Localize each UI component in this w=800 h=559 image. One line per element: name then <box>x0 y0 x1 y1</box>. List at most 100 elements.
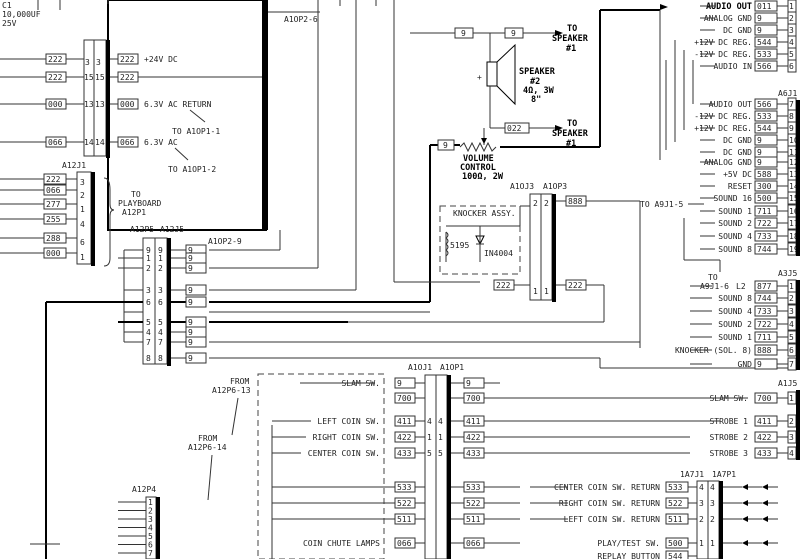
knock-pin-bot-l: 1 <box>533 287 538 296</box>
a7j1-title: 1A7J1 <box>680 470 704 479</box>
a3j5-label-2: SOUND 4 <box>718 307 752 316</box>
c1-label: C1 <box>2 1 12 10</box>
a12p4-pin-5: 6 <box>148 541 153 550</box>
speaker-2-num: #2 <box>530 77 540 87</box>
from-a12p6-14-a: FROM <box>198 434 217 443</box>
knock-wire-bot-l: 222 <box>496 281 511 290</box>
a12j5-pin-1: 1 <box>158 254 163 263</box>
connector-a12j1: A12J1 222 3 066 2 277 1 255 4 288 6 000 … <box>0 161 162 267</box>
knock-wire-top: 888 <box>568 197 583 206</box>
a10p1-pin-r-4: 5 <box>438 449 443 458</box>
pwr-pin-l-1: 15 <box>84 73 94 82</box>
spk-wire-b: 9 <box>511 29 516 38</box>
a6j1-mid-label-11: SOUND 4 <box>718 232 752 241</box>
knock-wire-bot-r: 222 <box>568 281 583 290</box>
connector-a6j1: A6J1 <box>659 10 797 160</box>
a6j1-mid-label-1: -12V DC REG. <box>694 112 752 121</box>
l2-label: L2 <box>736 282 746 291</box>
to-speaker-2-c: #1 <box>566 139 576 149</box>
a6j1-top-label-1: ANALOG GND <box>704 14 752 23</box>
a6j1-top-label-5: AUDIO IN <box>713 62 752 71</box>
a10p1-pin-r-2: 4 <box>438 417 443 426</box>
a3j5-pin-1: 2 <box>789 294 794 303</box>
speaker-2-size: 8" <box>531 95 541 105</box>
vol-wire: 9 <box>443 141 448 150</box>
pwr-pin-l-2: 13 <box>84 100 94 109</box>
a6j1-mid-label-12: SOUND 8 <box>718 245 752 254</box>
knock-pin-bot-r: 1 <box>544 287 549 296</box>
a6j1-mid-wire-5: 9 <box>757 158 762 167</box>
a6j1-mid-pin-0: 7 <box>789 100 794 109</box>
pwr-pin-l-3: 14 <box>84 138 94 147</box>
a12j5-pin-6: 4 <box>158 328 163 337</box>
a10j3-title: A1OJ3 <box>510 182 534 191</box>
a10j1-left-wire-2: 411 <box>397 417 412 426</box>
a12j1-wire-0: 222 <box>46 175 61 184</box>
a12p5-pin-0: 9 <box>146 246 151 255</box>
a12j1-pin-5: 1 <box>80 253 85 262</box>
a12p5-pin-2: 2 <box>146 264 151 273</box>
a3j5-label-6: GND <box>738 360 753 369</box>
a12j1-pin-1: 2 <box>80 191 85 200</box>
to-a9j1-6-b: A9J1-6 <box>700 282 729 291</box>
connector-a12p4: A12P4 <box>132 485 160 559</box>
a1j5-label-2: STROBE 2 <box>709 433 748 442</box>
a10p1-right-wire-6: 522 <box>466 499 481 508</box>
a6j1-top-wire-3: 544 <box>757 38 772 47</box>
pwr-label-24v: +24V DC <box>144 55 178 64</box>
pwr-pin-r-3: 14 <box>95 138 105 147</box>
a7j1-pin-l-2: 2 <box>699 515 704 524</box>
a7j1-label-1: RIGHT COIN SW. RETURN <box>559 499 660 508</box>
a10p1-right-wire-3: 422 <box>466 433 481 442</box>
a1j5-wire-0: 700 <box>757 394 772 403</box>
a12j1-title: A12J1 <box>62 161 86 170</box>
a6j1-mid-wire-12: 744 <box>757 245 772 254</box>
a6j1-mid-wire-4: 9 <box>757 148 762 157</box>
pwr-right-wire-0: 222 <box>120 55 135 64</box>
c1-voltage: 25V <box>2 19 17 28</box>
a1j5-title: A1J5 <box>778 379 797 388</box>
a1op2-9-ref: A1OP2-9 <box>208 237 242 246</box>
a3j5-pin-0: 1 <box>789 282 794 291</box>
a6j1-mid-pin-10: 17 <box>789 219 799 228</box>
a12p5-pin-1: 1 <box>146 254 151 263</box>
a6j1-top-pin-4: 5 <box>789 50 794 59</box>
a10p1-right-wire-4: 433 <box>466 449 481 458</box>
volume-control-1: VOLUME <box>463 154 494 164</box>
a6j1-top-label-2: DC GND <box>723 26 752 35</box>
pwr-label-ac-return: 6.3V AC RETURN <box>144 100 212 109</box>
a1j5-wire-2: 422 <box>757 433 772 442</box>
a6j1-mid-label-10: SOUND 2 <box>718 219 752 228</box>
to-speaker-2-a: TO <box>567 119 577 129</box>
speaker-2-spec: 4Ω, 3W <box>523 86 555 96</box>
a6j1-top-pin-0: 1 <box>789 2 794 11</box>
a10j1-left-wire-5: 533 <box>397 483 412 492</box>
a10j1-pin-l-4: 5 <box>427 449 432 458</box>
a12p4-pin-3: 4 <box>148 524 153 533</box>
a6j1-mid-label-8: SOUND 16 <box>713 194 752 203</box>
from-a12p6-13-b: A12P6-13 <box>212 386 251 395</box>
a6j1-mid-pin-11: 18 <box>789 232 799 241</box>
a12j5-wire-8: 9 <box>188 354 193 363</box>
a10j1-title: A1OJ1 <box>408 363 432 372</box>
a6j1-top-wire-0: 011 <box>757 2 772 11</box>
a12j1-pin-2: 1 <box>80 205 85 214</box>
spk-wire-c: 022 <box>507 124 522 133</box>
a6j1-mid-wire-6: 588 <box>757 170 772 179</box>
a6j1-top-label-3: +12V DC REG. <box>694 38 752 47</box>
a6j1-mid-label-0: AUDIO OUT <box>709 100 753 109</box>
a10p1-right-wire-2: 411 <box>466 417 481 426</box>
a12p5-pin-7: 7 <box>146 338 151 347</box>
to-speaker-1-b: SPEAKER <box>552 34 589 44</box>
capacitor-c1: C1 10,000UF 25V <box>2 1 41 28</box>
a12p4-pin-6: 7 <box>148 549 153 558</box>
a6j1-mid-label-9: SOUND 1 <box>718 207 752 216</box>
a12j1-wire-4: 288 <box>46 234 61 243</box>
connector-a12p5: A12P5 A12J5 A1OP2-9 <box>30 225 242 559</box>
a6j1-mid-wire-7: 300 <box>757 182 772 191</box>
a12j5-wire-7: 9 <box>188 338 193 347</box>
a6j1-top-label-4: -12V DC REG. <box>694 50 752 59</box>
connector-a7j1: 1A7J1 1A7P1 <box>680 470 736 559</box>
